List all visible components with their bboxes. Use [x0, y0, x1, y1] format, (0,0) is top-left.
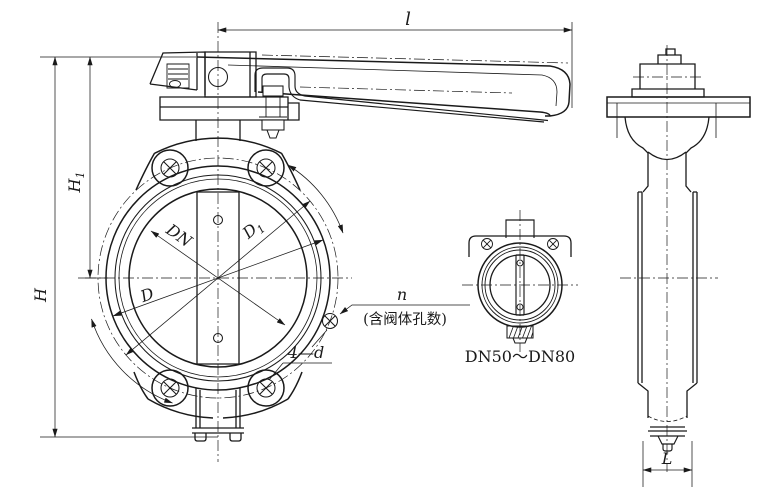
dimensions-side: L: [642, 441, 693, 487]
small-neck: [505, 219, 535, 238]
lock-spring-end: [169, 80, 181, 88]
extension-lines: [40, 22, 573, 438]
dim-line-D: [112, 239, 324, 317]
small-boss-hatch: [508, 325, 534, 339]
extension-lines-L: [642, 441, 693, 487]
small-view-dn50-dn80: DN50～DN80: [462, 210, 578, 366]
pivot-block: [204, 51, 257, 98]
dim-arc-top-right: [287, 164, 344, 234]
handle-centerline: [299, 86, 513, 94]
small-view-centerlines: [462, 210, 578, 352]
side-view: L: [606, 45, 751, 487]
plate-edge-phantoms: [616, 103, 717, 138]
leader-n: [339, 304, 470, 315]
front-view: l H H1 DN D1 D n (含阀体孔数) 4—d: [31, 9, 573, 462]
handle-assembly: [149, 51, 571, 139]
side-shaft: [637, 191, 698, 418]
stem-nut-stack: [631, 48, 705, 98]
label-n-note: (含阀体孔数): [363, 311, 447, 328]
handle-lever-inner: [227, 64, 558, 107]
handle-phantom-line: [261, 54, 569, 64]
handle-lever-outline: [196, 56, 571, 117]
side-body: [624, 116, 710, 452]
small-bottom-boss: [506, 325, 534, 344]
side-bottom-cap: [648, 426, 687, 452]
small-disc-pin-bottom: [516, 303, 524, 311]
front-centerlines: [85, 22, 352, 462]
small-view-caption: DN50～DN80: [465, 347, 575, 366]
flange-lugs: [151, 149, 285, 407]
small-ring-circle-1: [481, 246, 559, 324]
leader-4d: [268, 329, 332, 381]
side-cap-hidden-arc: [647, 415, 688, 422]
bottom-boss: [192, 388, 244, 442]
small-outer-circle: [477, 242, 563, 328]
small-lug-plate: [468, 235, 572, 257]
small-ring-circle-2: [484, 249, 556, 321]
pivot-bolt-head: [207, 66, 229, 88]
label-DN: DN: [162, 219, 197, 251]
trigger-latch: [254, 67, 549, 123]
label-D: D: [137, 284, 157, 307]
label-H: H: [31, 287, 50, 303]
latch-bolt-tip: [266, 129, 280, 139]
small-disc-edge: [515, 254, 525, 316]
side-centerlines: [620, 45, 718, 472]
latch-bolt-head: [262, 85, 284, 97]
small-disc-pin-top: [516, 259, 524, 267]
label-l: l: [405, 9, 411, 30]
latch-bolt-rod: [259, 96, 287, 121]
valve-body-front: [105, 96, 339, 442]
lock-spring-box: [166, 63, 190, 89]
small-bolt-holes: [481, 238, 559, 250]
label-H1: H1: [65, 172, 87, 194]
handle-end-view: [606, 96, 751, 118]
latch-nut: [261, 119, 285, 131]
label-D1: D1: [238, 215, 268, 245]
label-n: n: [397, 285, 407, 304]
lock-quadrant: [149, 51, 206, 95]
label-L: L: [661, 449, 673, 468]
dim-arc-bottom-left: [91, 318, 173, 404]
neck-front: [195, 120, 241, 141]
side-neck: [624, 116, 710, 193]
label-4d: 4—d: [287, 343, 324, 362]
side-stem-top: [606, 48, 751, 138]
